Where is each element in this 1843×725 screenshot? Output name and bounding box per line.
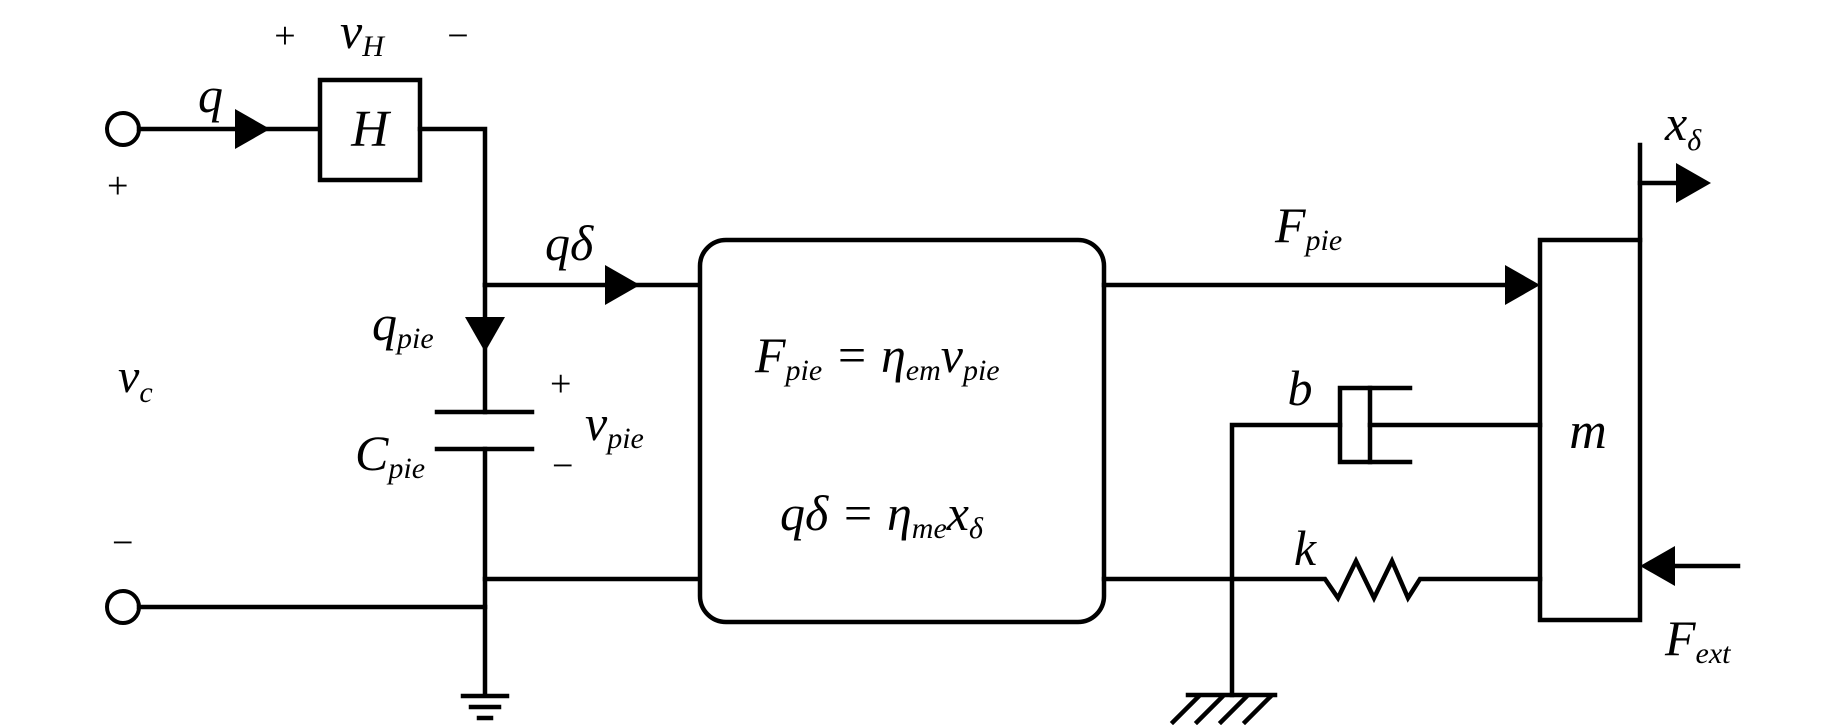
- vpie-plus-sign: +: [550, 363, 571, 405]
- mechanical-ground-icon: [1169, 692, 1278, 725]
- positive-input-terminal: [105, 111, 141, 147]
- mass-label: m: [1569, 403, 1607, 460]
- damper-wire-left: [1229, 422, 1343, 698]
- vh-label: vH: [340, 3, 386, 63]
- vpie-label: vpie: [585, 395, 644, 455]
- displacement-label: xδ: [1664, 95, 1702, 157]
- external-force-label: Fext: [1664, 610, 1731, 670]
- vh-minus-sign: −: [447, 15, 468, 57]
- source-voltage-label: vc: [118, 350, 153, 409]
- force-fpie-arrow: [1505, 265, 1540, 305]
- current-q-label: q: [198, 67, 223, 123]
- damper-label: b: [1288, 360, 1313, 416]
- current-q-arrow: [235, 109, 270, 149]
- transducer-equation-force: Fpie = ηemvpie: [754, 327, 1000, 387]
- current-qdelta-arrow: [605, 265, 640, 305]
- current-qdelta-label: qδ: [545, 215, 594, 271]
- h-block-label: H: [350, 101, 391, 158]
- negative-input-terminal: [105, 589, 141, 625]
- capacitor-label: Cpie: [355, 425, 425, 485]
- transducer-block: [697, 237, 1107, 625]
- spring-zigzag: [1101, 555, 1543, 604]
- vh-plus-sign: +: [274, 15, 295, 57]
- displacement-arrow: [1676, 163, 1711, 203]
- external-force-arrow: [1640, 546, 1675, 586]
- negative-terminal-sign: −: [112, 522, 133, 564]
- mass-block: [1537, 237, 1643, 623]
- electrical-ground-icon: [460, 693, 510, 721]
- current-qpie-label: qpie: [372, 295, 434, 355]
- current-qpie-arrow: [465, 317, 505, 352]
- positive-terminal-sign: +: [107, 165, 128, 207]
- damper-cylinder: [1337, 385, 1413, 465]
- wire-h-to-node: [417, 126, 488, 288]
- spring-label: k: [1294, 520, 1317, 576]
- force-fpie-label: Fpie: [1274, 197, 1342, 257]
- transducer-equation-charge: qδ = ηmexδ: [780, 485, 984, 545]
- vpie-minus-sign: −: [552, 445, 573, 487]
